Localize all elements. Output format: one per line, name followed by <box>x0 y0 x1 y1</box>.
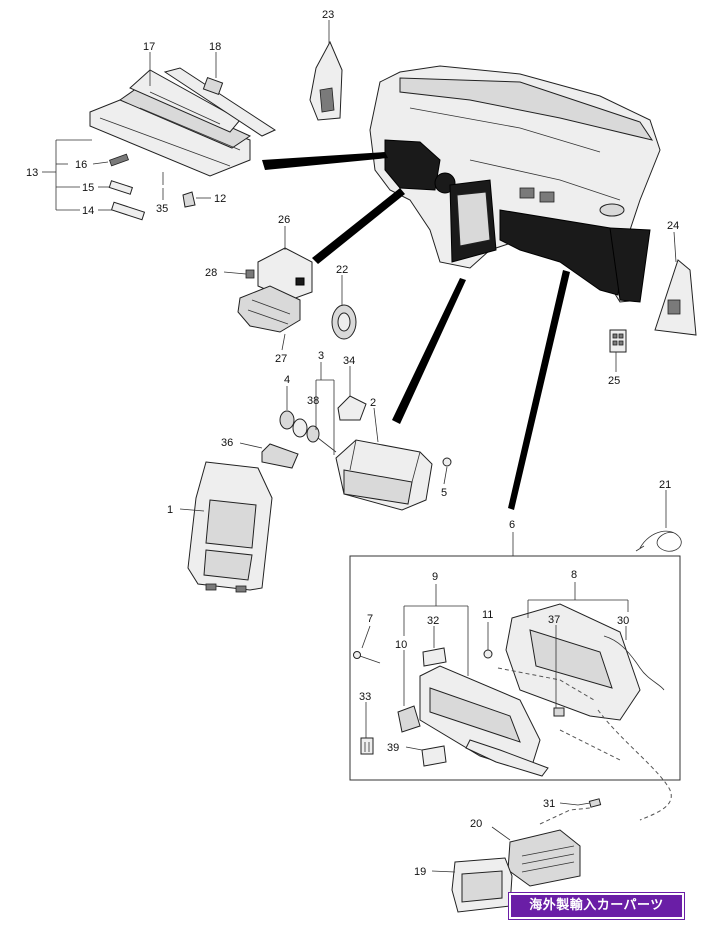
callout-4: 4 <box>284 374 290 386</box>
part-19-tray <box>451 857 513 913</box>
callout-24: 24 <box>667 220 679 232</box>
callout-11: 11 <box>482 609 493 621</box>
pointer-rays <box>262 152 570 510</box>
callout-15: 15 <box>82 182 94 194</box>
callout-8: 8 <box>571 569 577 581</box>
upper-trim-assembly <box>89 67 277 221</box>
callout-1: 1 <box>167 504 173 516</box>
small-switch-parts <box>261 395 367 469</box>
callout-13: 13 <box>26 167 38 179</box>
part-2-console-box <box>335 439 452 511</box>
callout-7: 7 <box>367 613 373 625</box>
part-24-trim <box>654 259 697 336</box>
callout-26: 26 <box>278 214 290 226</box>
callout-28: 28 <box>205 267 217 279</box>
callout-18: 18 <box>209 41 221 53</box>
glovebox-assembly-box <box>349 555 681 821</box>
callout-38: 38 <box>307 395 319 407</box>
column-shroud-assembly <box>237 247 313 333</box>
callout-19: 19 <box>414 866 426 878</box>
callout-6: 6 <box>509 519 515 531</box>
callout-25: 25 <box>608 375 620 387</box>
part-20-storage-box <box>507 807 591 887</box>
leader-lines <box>42 20 677 873</box>
callout-23: 23 <box>322 9 334 21</box>
callout-20: 20 <box>470 818 482 830</box>
dashboard-assembly <box>369 65 661 303</box>
callout-22: 22 <box>336 264 348 276</box>
callout-9: 9 <box>432 571 438 583</box>
callout-35: 35 <box>156 203 168 215</box>
callout-31: 31 <box>543 798 555 810</box>
callout-5: 5 <box>441 487 447 499</box>
part-23-trim <box>309 40 343 121</box>
callout-37: 37 <box>548 614 560 626</box>
callout-39: 39 <box>387 742 399 754</box>
callout-14: 14 <box>82 205 94 217</box>
callout-labels: 1 2 3 4 5 6 7 8 9 10 11 12 13 14 15 16 1… <box>26 9 679 878</box>
callout-33: 33 <box>359 691 371 703</box>
callout-36: 36 <box>221 437 233 449</box>
callout-27: 27 <box>275 353 287 365</box>
watermark-banner: 海外製輸入カーパーツ <box>509 893 684 919</box>
callout-10: 10 <box>395 639 407 651</box>
callout-12: 12 <box>214 193 226 205</box>
callout-2: 2 <box>370 397 376 409</box>
part-1-center-bezel <box>187 461 273 593</box>
callout-32: 32 <box>427 615 439 627</box>
callout-30: 30 <box>617 615 629 627</box>
part-25-switch <box>609 329 627 353</box>
callout-16: 16 <box>75 159 87 171</box>
callout-3: 3 <box>318 350 324 362</box>
part-22-ring <box>331 304 357 340</box>
part-21-wire <box>635 530 682 552</box>
callout-21: 21 <box>659 479 671 491</box>
part-31-connector <box>577 798 602 808</box>
callout-17: 17 <box>143 41 155 53</box>
callout-34: 34 <box>343 355 355 367</box>
